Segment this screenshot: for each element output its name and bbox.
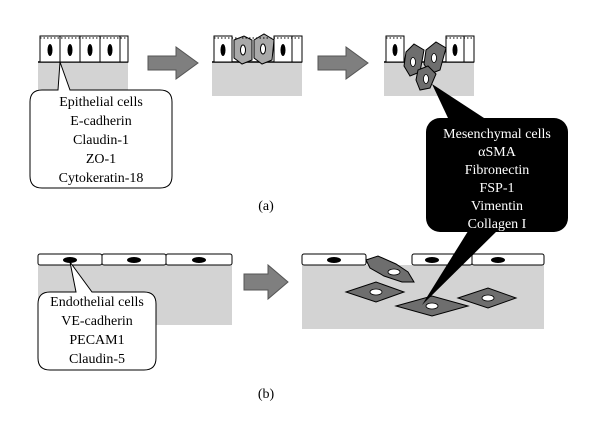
transition-arrow-3 <box>243 263 289 301</box>
transition-arrow-1 <box>147 46 199 80</box>
endothelial-callout-line-2: VE-cadherin <box>61 314 133 329</box>
epithelial-callout-line-3: Claudin-1 <box>73 133 129 148</box>
epithelial-callout: Epithelial cells E-cadherin Claudin-1 ZO… <box>29 61 173 189</box>
panel-a-label: (a) <box>258 199 274 214</box>
panel-b-label: (b) <box>258 387 275 402</box>
endothelial-callout-line-4: Claudin-5 <box>69 352 125 367</box>
mesenchymal-callout-line-2: αSMA <box>478 145 517 160</box>
panel-a: Epithelial cells E-cadherin Claudin-1 ZO… <box>29 33 475 214</box>
mesenchymal-callout: Mesenchymal cells αSMA Fibronectin FSP-1… <box>422 84 568 305</box>
transition-arrow-2 <box>317 46 369 80</box>
epithelial-nuclei <box>47 44 113 56</box>
epithelial-callout-line-4: ZO-1 <box>86 152 116 167</box>
mesenchymal-callout-line-1: Mesenchymal cells <box>443 127 551 142</box>
endothelium-stage-mesenchymal <box>301 253 545 329</box>
endothelial-callout-line-3: PECAM1 <box>69 333 124 348</box>
mesenchymal-callout-line-5: Vimentin <box>471 199 523 214</box>
endothelial-callout-line-1: Endothelial cells <box>50 295 144 310</box>
panel-b: Endothelial cells VE-cadherin PECAM1 Cla… <box>37 253 545 402</box>
epithelial-callout-line-2: E-cadherin <box>70 114 131 129</box>
epithelium-stage-mesenchymal <box>384 35 475 96</box>
epithelial-cell-row <box>39 35 129 63</box>
epithelium-stage-normal <box>38 35 129 96</box>
migrating-endothelial-cell <box>365 255 415 283</box>
epithelium-stage-transition <box>212 33 303 96</box>
epithelial-callout-line-5: Cytokeratin-18 <box>59 171 144 186</box>
epithelial-callout-line-1: Epithelial cells <box>59 95 143 110</box>
endothelial-callout: Endothelial cells VE-cadherin PECAM1 Cla… <box>37 261 157 371</box>
mesenchymal-callout-line-3: Fibronectin <box>465 163 530 178</box>
mesenchymal-callout-line-4: FSP-1 <box>479 181 514 196</box>
mesenchymal-callout-line-6: Collagen I <box>468 217 527 232</box>
